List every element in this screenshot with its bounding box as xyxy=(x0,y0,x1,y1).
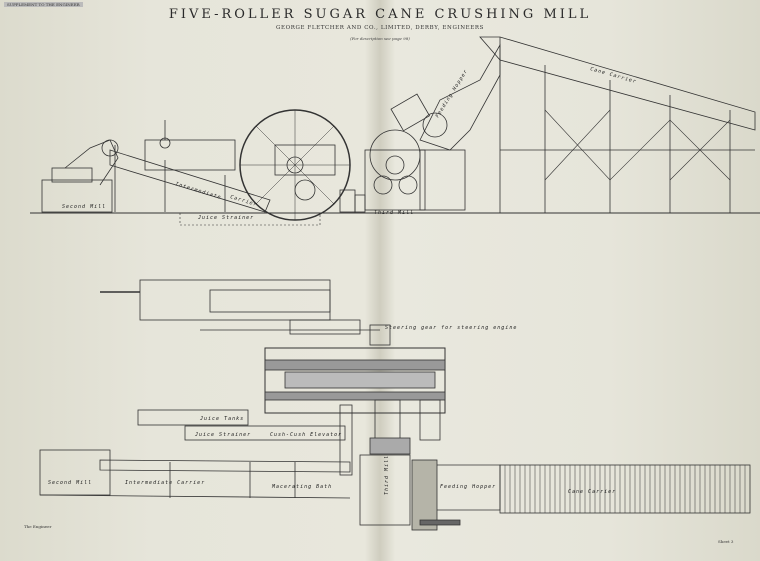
label-intermediate-carrier: Intermediate Carrier xyxy=(125,480,205,486)
label-feeding-hopper-elevation: Feeding Hopper xyxy=(435,68,470,119)
label-carrier: Carrier xyxy=(229,194,258,208)
label-second-mill-elevation: Second Mill xyxy=(62,204,106,210)
label-cush-cush-elevator: Cush-Cush Elevator xyxy=(270,432,342,438)
label-intermediate: Intermediate xyxy=(174,181,222,201)
label-juice-tanks: Juice Tanks xyxy=(199,416,244,422)
plan-view xyxy=(39,279,751,531)
label-third-mill-plan: Third Mill xyxy=(384,455,390,495)
label-third-mill-elevation: Third Mill xyxy=(374,210,414,216)
label-cane-carrier-plan: Cane Carrier xyxy=(568,489,616,495)
label-second-mill-plan: Second Mill xyxy=(48,480,92,486)
description-note: (For description see page 98) xyxy=(350,36,410,41)
label-steering-gear: Steering gear for steering engine xyxy=(385,325,517,331)
label-juice-strainer-elevation: Juice Strainer xyxy=(197,215,254,221)
footer-sheet: Sheet 3 xyxy=(718,539,734,544)
label-feeding-hopper-plan: Feeding Hopper xyxy=(440,484,496,490)
drawing-subtitle: GEORGE FLETCHER AND CO., LIMITED, DERBY,… xyxy=(276,25,484,31)
footer-publication: The Engineer xyxy=(24,524,52,529)
supplement-label: SUPPLEMENT TO THE ENGINEER xyxy=(4,2,83,7)
label-macerating-bath: Macerating Bath xyxy=(271,484,332,490)
drawing-title: FIVE-ROLLER SUGAR CANE CRUSHING MILL xyxy=(168,7,592,22)
elevation-view xyxy=(30,36,760,226)
label-juice-strainer-plan: Juice Strainer xyxy=(194,432,251,438)
